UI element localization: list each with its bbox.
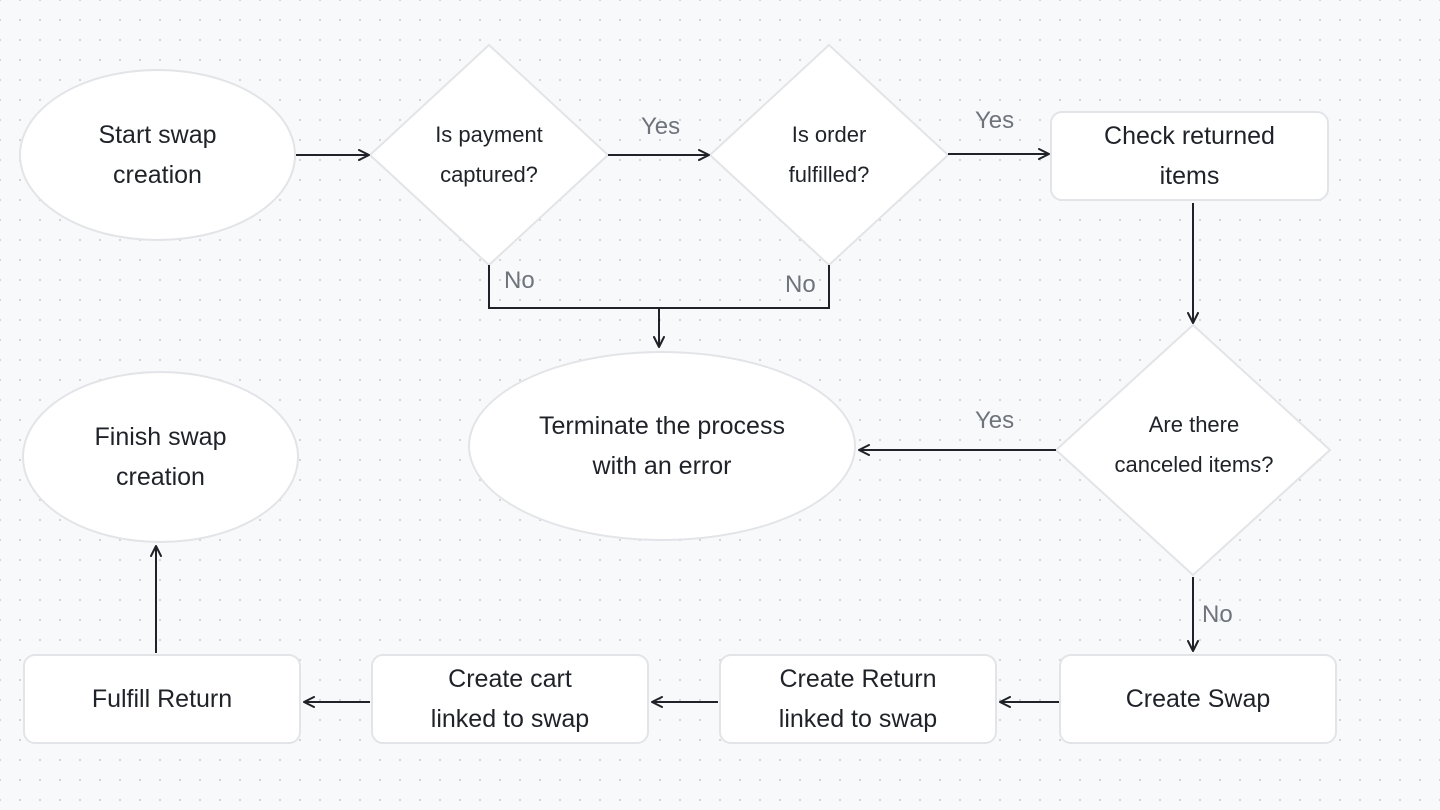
terminate-node: Terminate the process with an error <box>468 351 856 541</box>
canceled-no-label: No <box>1202 601 1233 628</box>
finish-node: Finish swap creation <box>22 371 299 543</box>
fulfilled-yes-label: Yes <box>975 107 1015 134</box>
start-node: Start swap creation <box>19 69 296 241</box>
edge-fulfilled-no <box>659 265 830 309</box>
canceled-yes-label: Yes <box>975 407 1015 434</box>
check-returned-node: Check returned items <box>1050 111 1329 201</box>
edge-payment-no <box>488 265 659 309</box>
create-cart-node: Create cart linked to swap <box>371 654 649 744</box>
create-swap-node: Create Swap <box>1059 654 1337 744</box>
canceled-diamond-shape <box>1054 323 1332 577</box>
canceled-decision: Are there canceled items? <box>1114 412 1274 477</box>
fulfilled-decision: Is order fulfilled? <box>788 122 870 187</box>
payment-no-label: No <box>504 267 535 294</box>
create-return-node: Create Return linked to swap <box>719 654 997 744</box>
fulfilled-no-label: No <box>785 271 816 298</box>
payment-decision: Is payment captured? <box>435 122 543 187</box>
fulfill-return-node: Fulfill Return <box>23 654 301 744</box>
payment-yes-label: Yes <box>641 113 681 140</box>
